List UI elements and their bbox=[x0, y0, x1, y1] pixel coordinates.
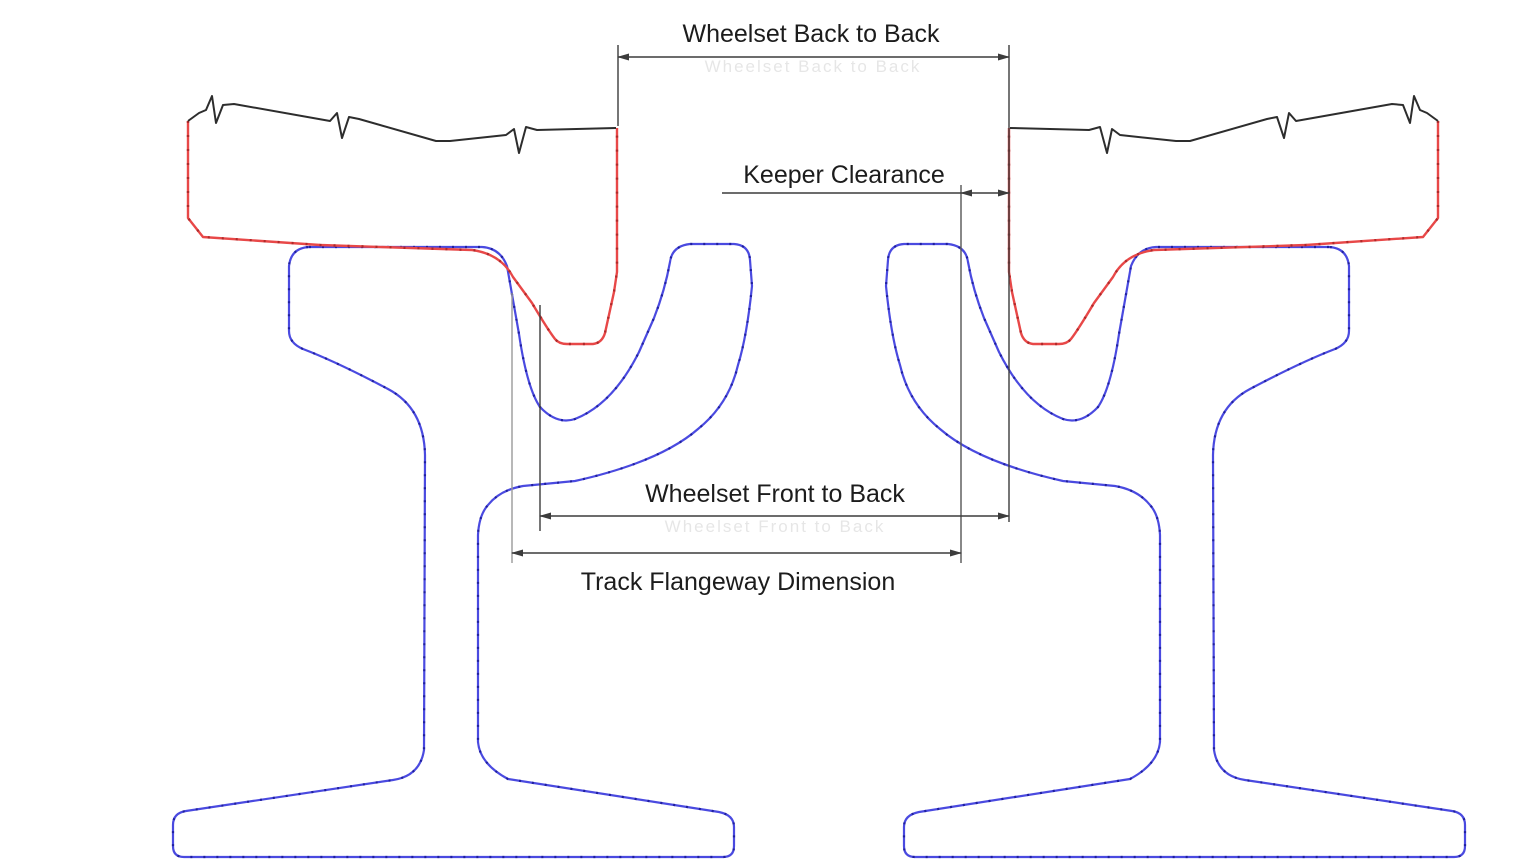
dimension-keeper-clearance: Keeper Clearance bbox=[722, 161, 1010, 563]
left-wheel-profile bbox=[188, 96, 617, 344]
dimension-wheelset-front-to-back: Wheelset Front to Back Wheelset Front to… bbox=[539, 305, 1010, 536]
ghost-dimension-text: Wheelset Front to Back bbox=[665, 517, 886, 536]
label-keeper-clearance: Keeper Clearance bbox=[743, 161, 945, 189]
label-track-flangeway-dimension: Track Flangeway Dimension bbox=[581, 568, 895, 596]
right-rail-cross-section bbox=[886, 244, 1465, 857]
ghost-dimension-text: Wheelset Back to Back bbox=[705, 57, 922, 76]
label-wheelset-front-to-back: Wheelset Front to Back bbox=[645, 480, 905, 508]
dimension-track-flangeway: Track Flangeway Dimension bbox=[511, 293, 962, 596]
label-wheelset-back-to-back: Wheelset Back to Back bbox=[682, 20, 940, 48]
right-wheel-profile bbox=[1009, 96, 1438, 344]
dimension-wheelset-back-to-back: Wheelset Back to Back Wheelset Back to B… bbox=[617, 20, 1010, 522]
left-rail-cross-section bbox=[173, 244, 752, 857]
